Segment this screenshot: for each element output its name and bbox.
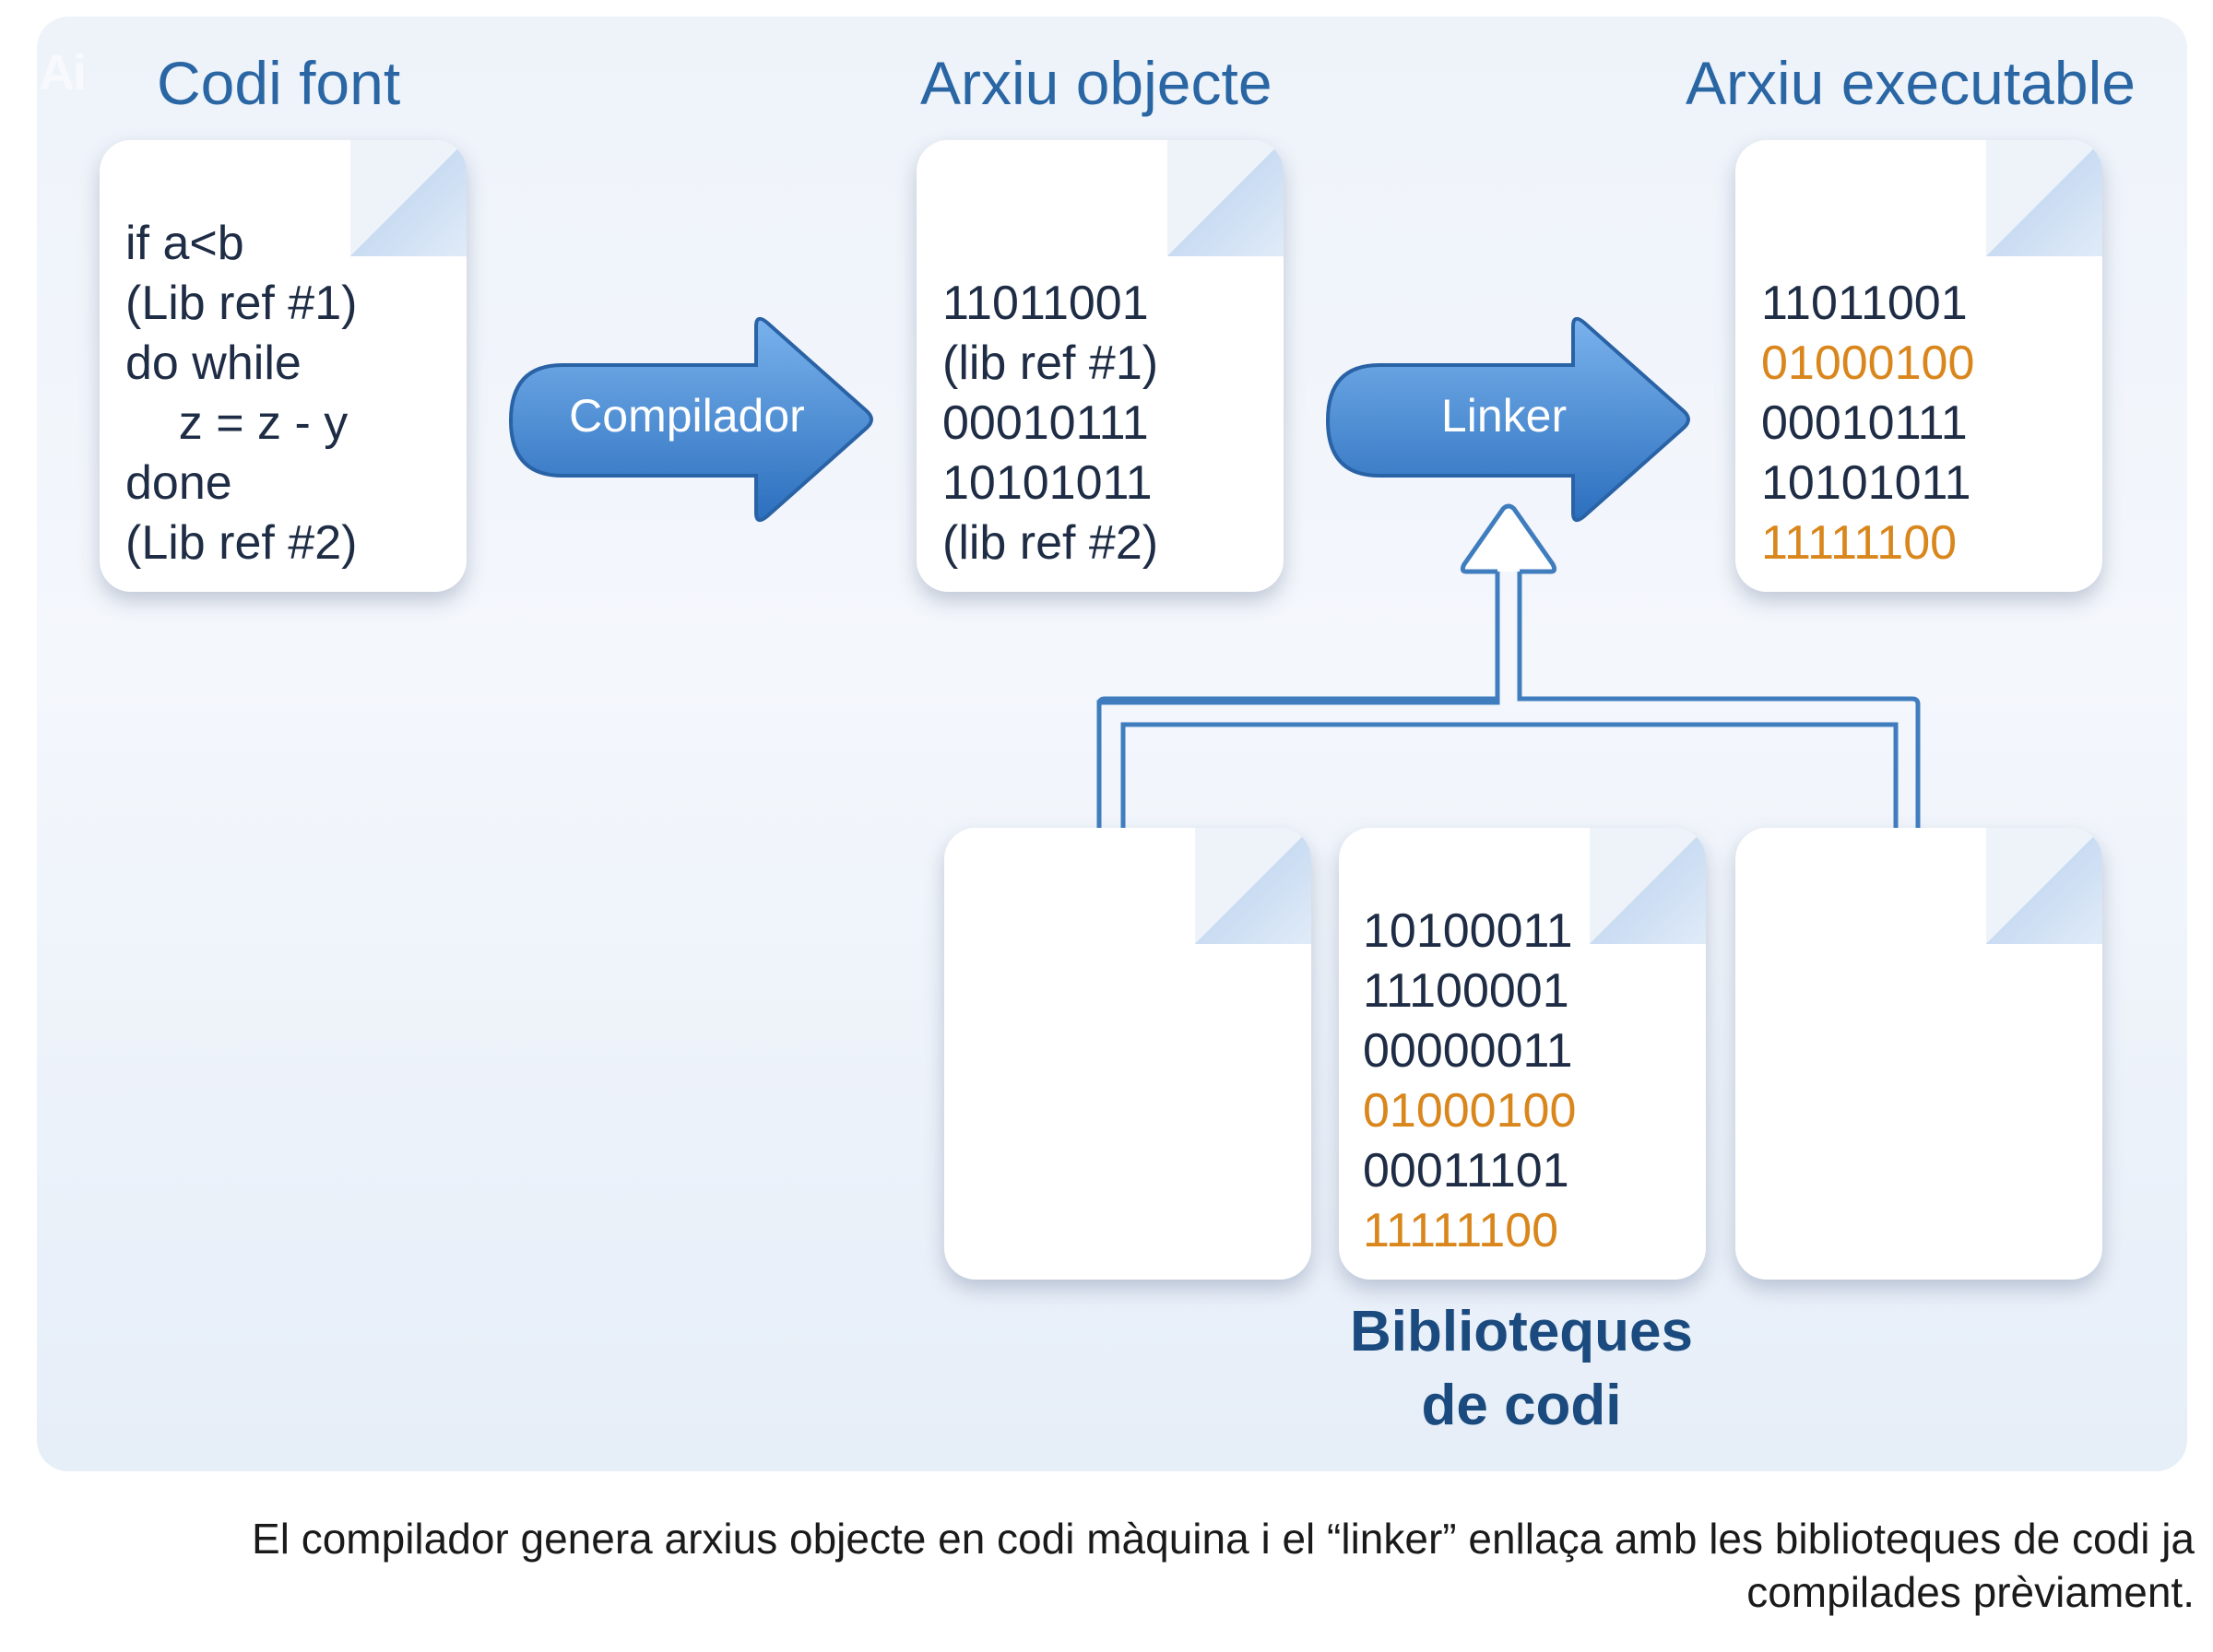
code-line: 01000100 [1761, 336, 1975, 390]
source-code-title: Codi font [157, 49, 401, 117]
compiler-label: Compilador [569, 390, 805, 442]
page-fold-icon [1986, 140, 2102, 256]
source-code-document [100, 140, 467, 592]
code-line: 10101011 [942, 456, 1153, 510]
code-line: (Lib ref #2) [125, 516, 358, 570]
library-document-left [944, 828, 1311, 1280]
linker-label: Linker [1440, 390, 1568, 442]
code-line: 11111100 [1761, 516, 1958, 570]
library-document-right [1735, 828, 2102, 1280]
library-document-center [1339, 828, 1706, 1280]
ai-logo: Ai [39, 45, 87, 100]
code-line: done [125, 456, 232, 510]
code-line: 00010111 [942, 396, 1149, 450]
libraries-title-line1: Biblioteques [1349, 1300, 1694, 1363]
code-line: (Lib ref #1) [125, 277, 358, 330]
libraries-title-line2: de codi [1421, 1374, 1622, 1437]
code-line: 11111100 [1363, 1204, 1559, 1257]
page-fold-icon [1590, 828, 1706, 944]
object-code-lines: 11011001 (lib ref #1) 00010111 10101011 (lib… [942, 274, 1158, 573]
source-code-lines: if a<b (Lib ref #1) do while z = z - y done… [125, 214, 357, 573]
code-line: (lib ref #1) [942, 336, 1159, 390]
code-line: 11100001 [1363, 964, 1569, 1018]
libraries-title: Biblioteques de codi [1245, 1295, 1798, 1443]
executable-file-title: Arxiu executable [1686, 49, 2136, 117]
code-line: 10100011 [1363, 904, 1573, 958]
object-file-document [917, 140, 1284, 592]
linker-arrow-icon [1325, 316, 1690, 523]
up-arrow-icon [1460, 503, 1557, 574]
code-line: do while [125, 336, 302, 390]
page-fold-icon [1986, 828, 2102, 944]
caption-line1: El compilador genera arxius objecte en c… [252, 1515, 2195, 1563]
code-line: if a<b [125, 217, 244, 270]
executable-code-lines: 11011001 01000100 00010111 10101011 11111100 [1761, 274, 1974, 573]
figure-caption: El compilador genera arxius objecte en c… [37, 1512, 2195, 1619]
code-line: 01000100 [1363, 1084, 1577, 1138]
caption-line2: compilades prèviament. [1746, 1568, 2195, 1616]
page-fold-icon [1167, 140, 1284, 256]
code-line: 00011101 [1363, 1144, 1569, 1198]
code-line: (lib ref #2) [942, 516, 1159, 570]
code-line: z = z - y [125, 396, 349, 450]
page-fold-icon [350, 140, 467, 256]
code-line: 11011001 [1761, 277, 1968, 330]
code-line: 11011001 [942, 277, 1149, 330]
object-file-title: Arxiu objecte [920, 49, 1272, 117]
code-line: 00000011 [1363, 1024, 1573, 1078]
executable-file-document [1735, 140, 2102, 592]
compiler-arrow-icon [508, 316, 873, 523]
page-fold-icon [1195, 828, 1311, 944]
library-code-lines: 10100011 11100001 00000011 01000100 00011101… [1363, 902, 1576, 1261]
code-line: 00010111 [1761, 396, 1968, 450]
code-line: 10101011 [1761, 456, 1971, 510]
